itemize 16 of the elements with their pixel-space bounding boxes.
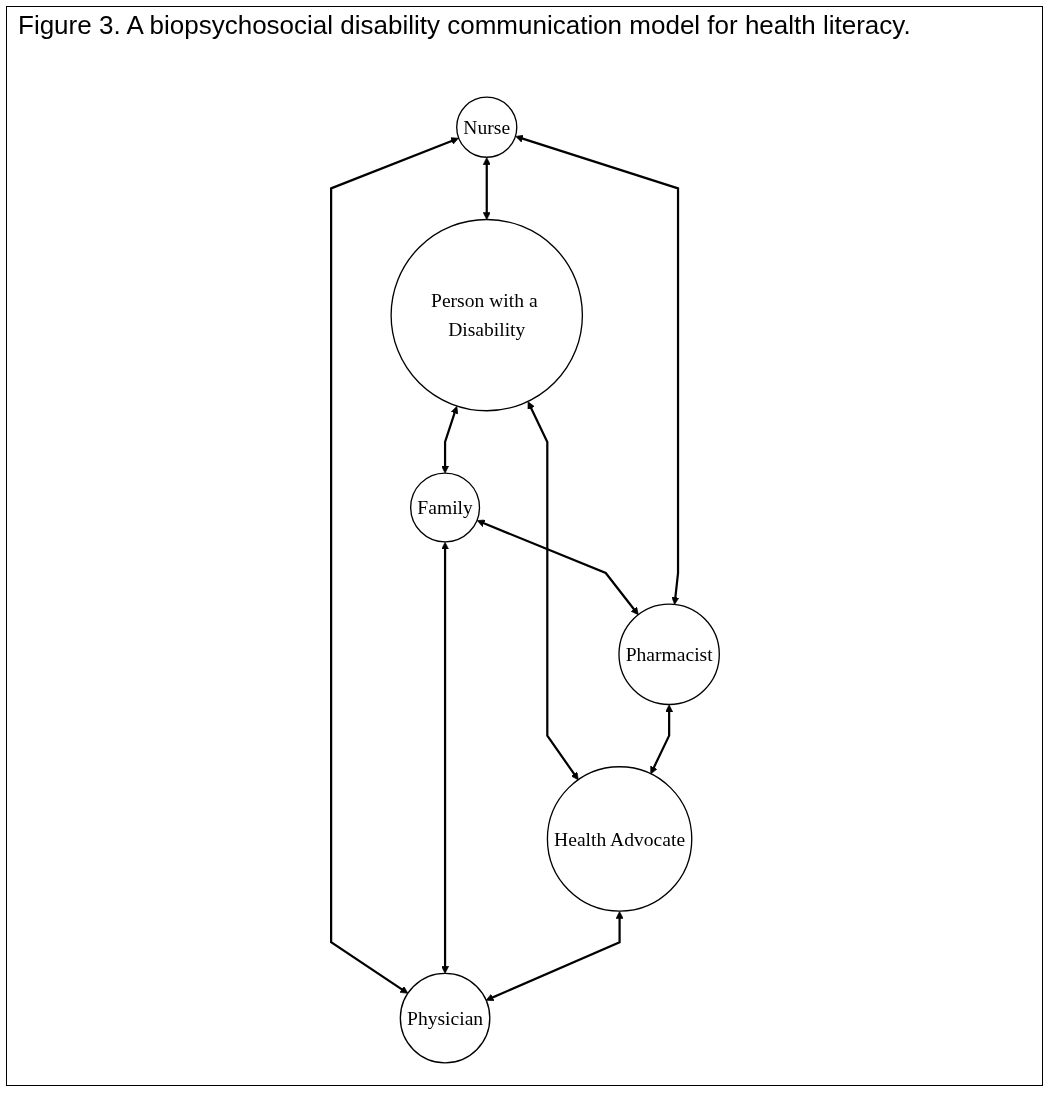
arrow [329, 137, 459, 994]
figure-caption: Figure 3. A biopsychosocial disability communication model for health literacy. [18, 10, 912, 41]
node-circle: Health Advocate [546, 766, 693, 912]
arrow [440, 541, 449, 974]
arrow [650, 704, 673, 775]
arrow [476, 519, 639, 616]
arrow [485, 911, 624, 1002]
arrow [440, 406, 459, 474]
node-circle: Person with a Disability [390, 218, 583, 412]
node-circle: Physician [399, 972, 491, 1064]
arrow [482, 157, 491, 220]
node-circle: Family [409, 472, 480, 543]
node-circle: Nurse [455, 96, 518, 158]
arrow [527, 401, 579, 781]
node-circle: Pharmacist [618, 603, 720, 706]
arrow [515, 134, 680, 605]
